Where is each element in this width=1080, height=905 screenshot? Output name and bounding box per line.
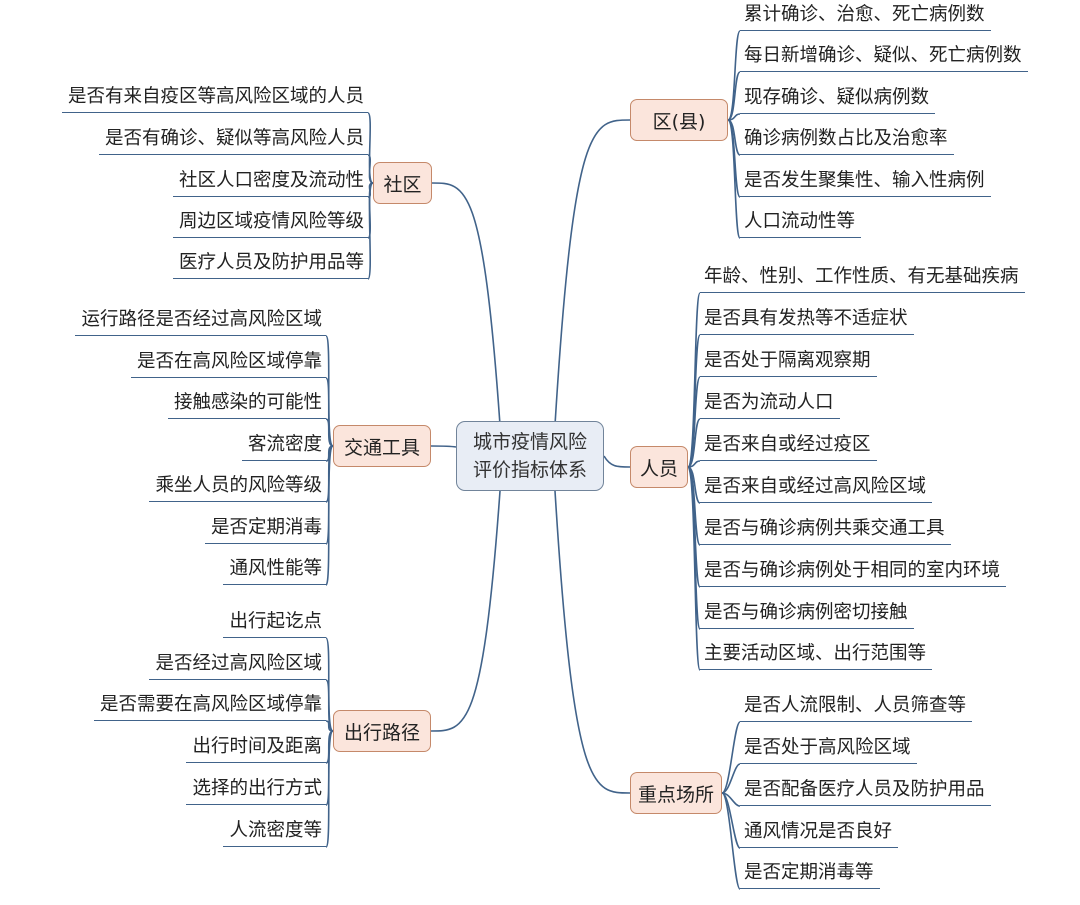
leaf-item[interactable]: 是否人流限制、人员筛查等 bbox=[740, 692, 973, 722]
leaf-item[interactable]: 医疗人员及防护用品等 bbox=[172, 249, 368, 279]
branch-connector bbox=[431, 182, 501, 426]
leaf-item[interactable]: 选择的出行方式 bbox=[186, 775, 326, 805]
leaf-item[interactable]: 乘坐人员的风险等级 bbox=[149, 472, 326, 502]
leaf-connector bbox=[687, 418, 701, 468]
branch-community[interactable]: 社区 bbox=[373, 162, 432, 204]
leaf-item[interactable]: 年龄、性别、工作性质、有无基础疾病 bbox=[700, 263, 1025, 293]
leaf-connector bbox=[325, 679, 334, 732]
leaf-connector bbox=[367, 182, 374, 280]
leaf-item[interactable]: 确诊病例数占比及治愈率 bbox=[740, 125, 954, 155]
leaf-connector bbox=[367, 154, 374, 184]
branch-label: 社区 bbox=[383, 173, 422, 196]
leaf-item[interactable]: 是否与确诊病例共乘交通工具 bbox=[700, 515, 951, 545]
leaf-item[interactable]: 是否需要在高风险区域停靠 bbox=[93, 691, 326, 721]
leaf-item[interactable]: 是否处于高风险区域 bbox=[740, 734, 917, 764]
central-topic-line1: 城市疫情风险 bbox=[472, 431, 587, 453]
leaf-item[interactable]: 是否经过高风险区域 bbox=[149, 650, 326, 680]
leaf-item[interactable]: 是否具有发热等不适症状 bbox=[700, 305, 914, 335]
leaf-item[interactable]: 每日新增确诊、疑似、死亡病例数 bbox=[740, 42, 1028, 72]
branch-connector bbox=[430, 445, 457, 448]
leaf-item[interactable]: 通风情况是否良好 bbox=[740, 818, 899, 848]
branch-connector bbox=[430, 490, 501, 732]
leaf-item[interactable]: 是否在高风险区域停靠 bbox=[130, 348, 326, 378]
leaf-item[interactable]: 接触感染的可能性 bbox=[167, 389, 326, 419]
branch-label: 重点场所 bbox=[637, 783, 714, 806]
leaf-item[interactable]: 是否定期消毒等 bbox=[740, 859, 880, 889]
leaf-item[interactable]: 是否与确诊病例密切接触 bbox=[700, 599, 914, 629]
leaf-item[interactable]: 通风性能等 bbox=[223, 555, 326, 585]
leaf-item[interactable]: 出行起讫点 bbox=[223, 608, 326, 638]
leaf-item[interactable]: 是否定期消毒 bbox=[204, 514, 326, 544]
leaf-item[interactable]: 是否配备医疗人员及防护用品 bbox=[740, 776, 991, 806]
branch-connector bbox=[603, 455, 631, 468]
leaf-item[interactable]: 人口流动性等 bbox=[740, 208, 862, 238]
branch-key-place[interactable]: 重点场所 bbox=[630, 772, 722, 814]
leaf-item[interactable]: 运行路径是否经过高风险区域 bbox=[75, 306, 326, 336]
leaf-item[interactable]: 人流密度等 bbox=[223, 817, 326, 847]
leaf-item[interactable]: 是否发生聚集性、输入性病例 bbox=[740, 167, 991, 197]
leaf-item[interactable]: 是否来自或经过疫区 bbox=[700, 431, 877, 461]
branch-transport[interactable]: 交通工具 bbox=[333, 425, 431, 467]
leaf-item[interactable]: 主要活动区域、出行范围等 bbox=[700, 640, 933, 670]
branch-travel-route[interactable]: 出行路径 bbox=[333, 710, 431, 752]
central-topic-line2: 评价指标体系 bbox=[472, 459, 587, 481]
leaf-item[interactable]: 是否处于隔离观察期 bbox=[700, 347, 877, 377]
leaf-item[interactable]: 是否与确诊病例处于相同的室内环境 bbox=[700, 557, 1007, 587]
branch-person[interactable]: 人员 bbox=[630, 446, 688, 488]
leaf-connector bbox=[687, 466, 701, 671]
leaf-item[interactable]: 社区人口密度及流动性 bbox=[172, 167, 368, 197]
branch-label: 出行路径 bbox=[343, 721, 420, 744]
leaf-connector bbox=[721, 763, 741, 794]
leaf-connector bbox=[325, 445, 334, 586]
branch-label: 区(县) bbox=[652, 110, 706, 133]
leaf-item[interactable]: 客流密度 bbox=[241, 431, 326, 461]
branch-district[interactable]: 区(县) bbox=[630, 99, 728, 141]
leaf-connector bbox=[325, 418, 334, 447]
branch-connector bbox=[554, 119, 631, 426]
leaf-connector bbox=[727, 119, 741, 239]
leaf-item[interactable]: 出行时间及距离 bbox=[186, 733, 326, 763]
leaf-connector bbox=[325, 730, 334, 848]
leaf-item[interactable]: 累计确诊、治愈、死亡病例数 bbox=[740, 1, 991, 31]
leaf-item[interactable]: 周边区域疫情风险等级 bbox=[172, 208, 368, 238]
leaf-item[interactable]: 是否有确诊、疑似等高风险人员 bbox=[98, 125, 368, 155]
branch-connector bbox=[554, 490, 631, 794]
leaf-item[interactable]: 是否有来自疫区等高风险区域的人员 bbox=[61, 83, 368, 113]
leaf-item[interactable]: 是否来自或经过高风险区域 bbox=[700, 473, 933, 503]
branch-label: 交通工具 bbox=[343, 436, 420, 459]
branch-label: 人员 bbox=[639, 457, 678, 480]
leaf-item[interactable]: 是否为流动人口 bbox=[700, 389, 840, 419]
leaf-connector bbox=[727, 71, 741, 121]
leaf-connector bbox=[721, 792, 741, 890]
central-topic[interactable]: 城市疫情风险 评价指标体系 bbox=[456, 421, 604, 491]
leaf-item[interactable]: 现存确诊、疑似病例数 bbox=[740, 84, 936, 114]
